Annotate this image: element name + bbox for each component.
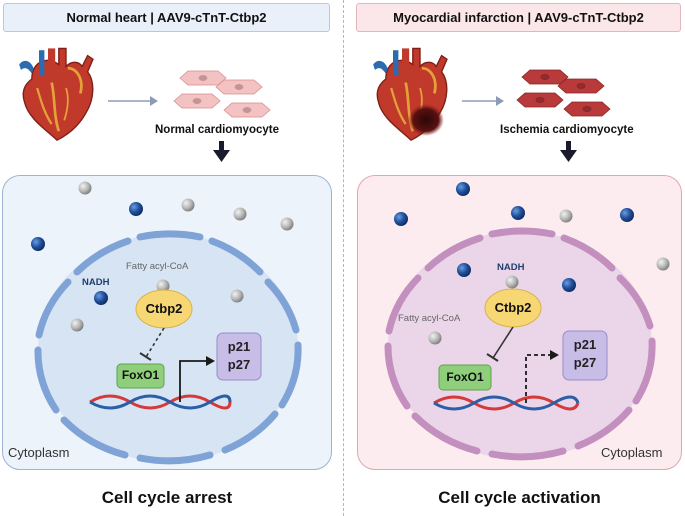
down-arrow	[213, 141, 230, 162]
p21-p27-node	[216, 332, 262, 381]
nadh-molecules	[394, 182, 634, 292]
cardiomyocyte-icon	[173, 70, 271, 118]
foxo1-node	[438, 364, 492, 391]
right-panel-header: Myocardial infarction | AAV9-cTnT-Ctbp2	[356, 3, 681, 32]
nuclear-envelope	[384, 227, 656, 461]
p21-p27-node	[562, 330, 608, 381]
dna-icon	[89, 394, 232, 410]
down-arrow	[560, 141, 577, 162]
activation-arrow	[179, 356, 215, 402]
heart-icon	[17, 46, 95, 142]
flow-arrow	[462, 96, 504, 106]
left-p21-label: p21	[227, 339, 251, 354]
right-nadh-label: NADH	[497, 262, 525, 273]
right-result-label: Cell cycle activation	[438, 488, 601, 507]
left-fatty-acyl-coa-label: Fatty acyl-CoA	[126, 261, 189, 272]
fatty-acyl-coa-molecules	[428, 209, 670, 345]
right-p21-label: p21	[573, 337, 597, 352]
left-ctbp2-label: Ctbp2	[145, 301, 183, 316]
panel-divider	[343, 0, 344, 516]
dna-icon	[433, 395, 580, 411]
left-result-label: Cell cycle arrest	[101, 488, 233, 507]
left-panel-header-text: Normal heart | AAV9-cTnT-Ctbp2	[66, 10, 267, 25]
activation-arrow-dashed	[525, 350, 559, 403]
nucleus	[388, 231, 652, 459]
right-cell-type-label: Ischemia cardiomyocyte	[500, 124, 634, 136]
left-foxo1-label: FoxO1	[121, 368, 160, 382]
nuclear-envelope	[34, 230, 302, 465]
left-cell-type-label: Normal cardiomyocyte	[155, 124, 279, 136]
left-panel-header: Normal heart | AAV9-cTnT-Ctbp2	[3, 3, 330, 32]
infarcted-heart-icon	[371, 46, 449, 142]
nadh-molecules	[31, 202, 143, 305]
foxo1-node	[116, 363, 165, 389]
left-p27-label: p27	[227, 357, 251, 372]
cardiomyocyte-icon	[516, 69, 611, 117]
flow-arrow	[108, 96, 158, 106]
right-ctbp2-label: Ctbp2	[494, 300, 532, 315]
right-p27-label: p27	[573, 355, 597, 370]
fatty-acyl-coa-molecules	[70, 181, 294, 332]
right-cytoplasm-label: Cytoplasm	[601, 445, 663, 460]
left-cytoplasm-label: Cytoplasm	[8, 445, 70, 460]
right-panel-header-text: Myocardial infarction | AAV9-cTnT-Ctbp2	[393, 10, 644, 25]
left-nadh-label: NADH	[82, 277, 110, 288]
inhibition-edge	[486, 326, 514, 362]
inhibition-edge	[139, 327, 165, 361]
right-foxo1-label: FoxO1	[446, 370, 484, 384]
right-fatty-acyl-coa-label: Fatty acyl-CoA	[398, 313, 461, 324]
